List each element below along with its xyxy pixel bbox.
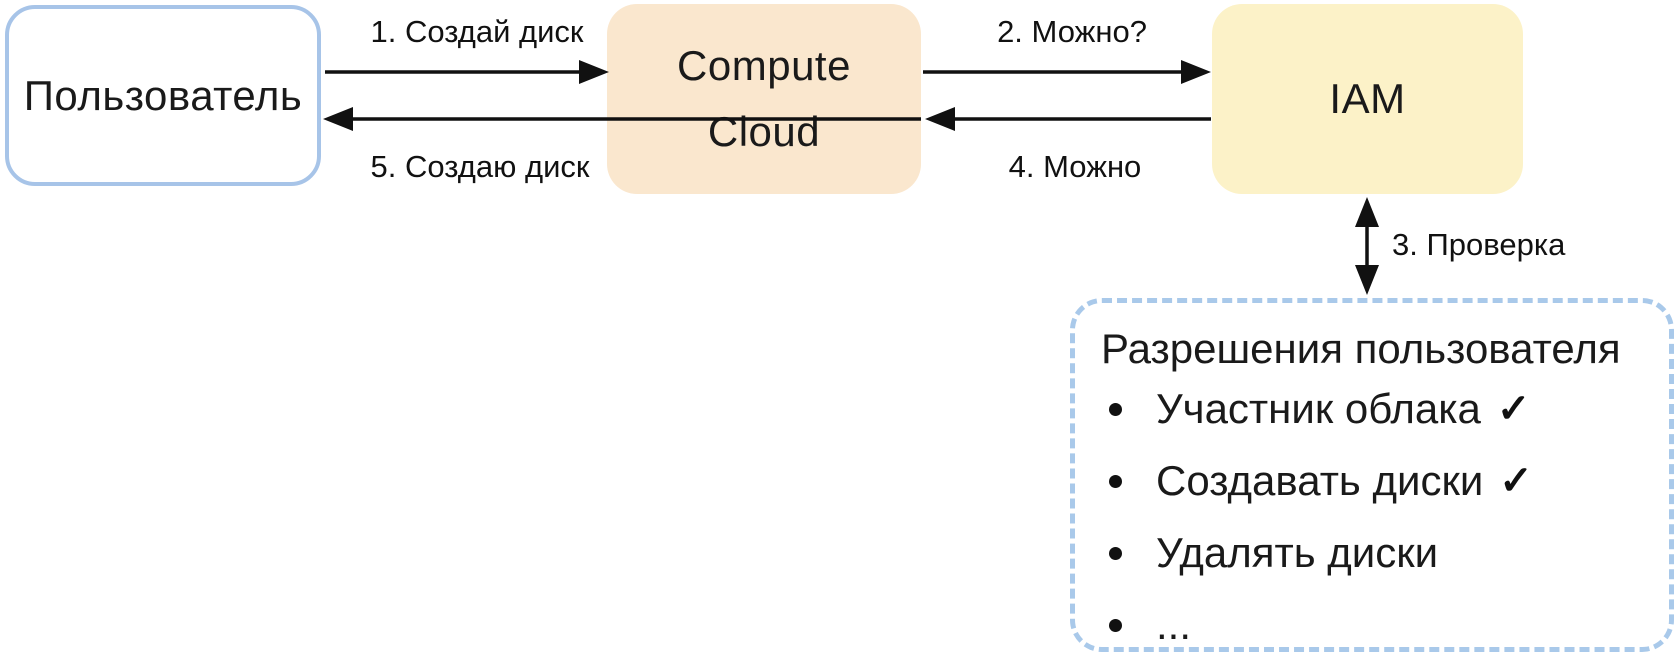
arrow-label-3: 3. Проверка bbox=[1392, 227, 1566, 262]
arrow-permission-question bbox=[923, 60, 1211, 84]
node-iam-label: IAM bbox=[1329, 75, 1406, 122]
node-user: Пользователь bbox=[5, 5, 321, 186]
permission-item-delete-disks: Удалять диски bbox=[1101, 517, 1649, 589]
permission-item-label: Участник облака bbox=[1156, 385, 1481, 432]
node-user-label: Пользователь bbox=[23, 71, 303, 119]
permission-item-label: Создавать диски bbox=[1156, 457, 1484, 504]
node-iam: IAM bbox=[1212, 4, 1523, 194]
arrow-label-2: 2. Можно? bbox=[997, 14, 1147, 49]
bullet-icon bbox=[1109, 474, 1122, 488]
node-compute-label-line1: Compute bbox=[677, 42, 851, 89]
permissions-list: Участник облака ✓ Создавать диски ✓ Удал… bbox=[1101, 373, 1649, 661]
arrow-create-disk-request bbox=[325, 60, 609, 84]
permission-item-label: Удалять диски bbox=[1156, 529, 1439, 576]
permissions-title: Разрешения пользователя bbox=[1101, 325, 1621, 372]
permissions-box: Разрешения пользователя Участник облака … bbox=[1070, 298, 1674, 652]
arrow-check-bidirectional bbox=[1355, 197, 1379, 295]
bullet-icon bbox=[1109, 618, 1122, 632]
bullet-icon bbox=[1109, 402, 1122, 416]
permission-item-ellipsis: ... bbox=[1101, 589, 1649, 661]
check-icon: ✓ bbox=[1496, 387, 1531, 431]
permission-item-create-disks: Создавать диски ✓ bbox=[1101, 445, 1649, 517]
bullet-icon bbox=[1109, 546, 1122, 560]
arrow-label-1: 1. Создай диск bbox=[370, 14, 584, 49]
arrow-label-5: 5. Создаю диск bbox=[370, 149, 590, 184]
node-compute-cloud: Compute Cloud bbox=[607, 4, 921, 194]
permission-item-cloud-member: Участник облака ✓ bbox=[1101, 373, 1649, 445]
arrow-permission-answer bbox=[925, 107, 1211, 131]
node-compute-label-line2: Cloud bbox=[707, 108, 821, 155]
permission-item-label: ... bbox=[1156, 601, 1192, 648]
check-icon: ✓ bbox=[1499, 459, 1533, 503]
arrow-label-4: 4. Можно bbox=[1008, 149, 1142, 184]
